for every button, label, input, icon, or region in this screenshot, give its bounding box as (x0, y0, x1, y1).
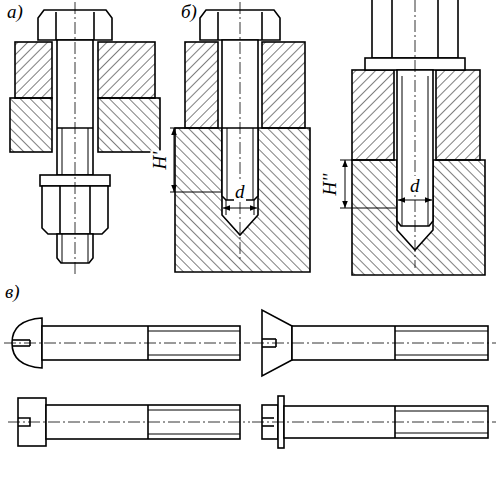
dimension-label: H' (150, 150, 169, 170)
dimension-label: d (409, 176, 421, 195)
dimension-label: H'' (320, 172, 339, 196)
dimension-label: d (234, 182, 246, 201)
panel-letter: в) (4, 282, 21, 301)
panel-letter: а) (6, 2, 24, 21)
panel-letter: б) (180, 2, 198, 21)
